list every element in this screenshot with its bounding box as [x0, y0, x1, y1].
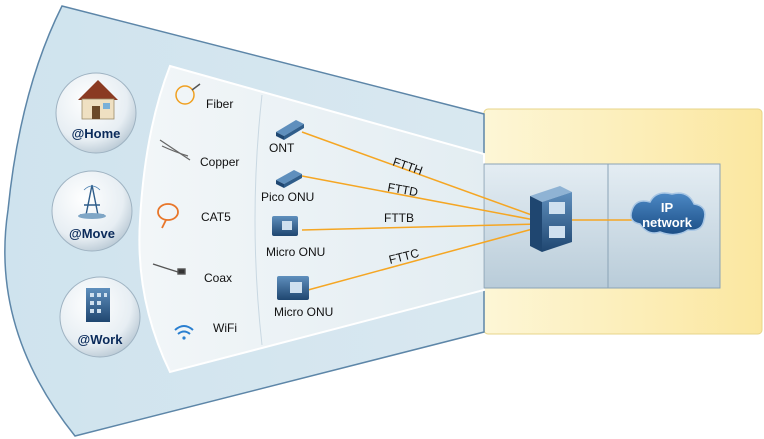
- media-wifi: WiFi: [174, 321, 237, 340]
- olt-device-icon[interactable]: [530, 186, 572, 252]
- media-coax: Coax: [152, 263, 232, 285]
- location-home[interactable]: @Home: [55, 72, 137, 154]
- cat5-cable-icon: [157, 203, 179, 229]
- device-label-micro-onu-2: Micro ONU: [274, 305, 333, 319]
- link-label-fttb: FTTB: [384, 211, 414, 225]
- device-ont[interactable]: ONT: [269, 120, 304, 155]
- media-label-cat5: CAT5: [201, 210, 231, 224]
- pico-onu-device-icon: [276, 170, 302, 188]
- ont-device-icon: [276, 120, 304, 140]
- ip-network[interactable]: IP network: [630, 192, 706, 236]
- link-label-fttd: FTTD: [386, 180, 419, 199]
- micro-onu-device-icon: [272, 216, 298, 236]
- media-label-wifi: WiFi: [213, 321, 237, 335]
- location-work[interactable]: @Work: [59, 276, 141, 358]
- link-fttb: [301, 223, 541, 231]
- fiber-links: [301, 131, 640, 291]
- network-label-line1: IP: [661, 200, 674, 215]
- device-label-pico-onu: Pico ONU: [261, 190, 314, 204]
- office-building-icon: [86, 288, 110, 322]
- fiber-coil-icon: [175, 83, 201, 105]
- location-label-work: @Work: [78, 332, 124, 347]
- coax-cable-icon: [152, 263, 186, 275]
- micro-onu-device-icon: [277, 276, 309, 300]
- house-icon: [78, 80, 118, 120]
- network-label-line2: network: [642, 215, 693, 230]
- media-copper: Copper: [159, 139, 239, 169]
- media-label-coax: Coax: [204, 271, 232, 285]
- device-micro-onu-1[interactable]: Micro ONU: [266, 216, 325, 259]
- eiffel-tower-icon: [78, 184, 106, 219]
- location-move[interactable]: @Move: [51, 170, 133, 252]
- link-ftth: [301, 131, 541, 219]
- device-micro-onu-2[interactable]: Micro ONU: [274, 276, 333, 319]
- location-label-home: @Home: [72, 126, 121, 141]
- link-fttd: [301, 175, 541, 222]
- link-fttc: [307, 226, 541, 291]
- cloud-icon: [630, 192, 706, 236]
- access-fan-inner: [138, 64, 485, 374]
- media-label-copper: Copper: [200, 155, 239, 169]
- media-cat5: CAT5: [157, 203, 231, 229]
- wifi-icon: [174, 325, 194, 340]
- media-label-fiber: Fiber: [206, 97, 233, 111]
- device-label-ont: ONT: [269, 141, 295, 155]
- device-label-micro-onu-1: Micro ONU: [266, 245, 325, 259]
- media-fiber: Fiber: [175, 83, 233, 111]
- column-divider: [254, 94, 263, 346]
- copper-wire-icon: [159, 139, 191, 161]
- location-label-move: @Move: [69, 226, 115, 241]
- device-pico-onu[interactable]: Pico ONU: [261, 170, 314, 204]
